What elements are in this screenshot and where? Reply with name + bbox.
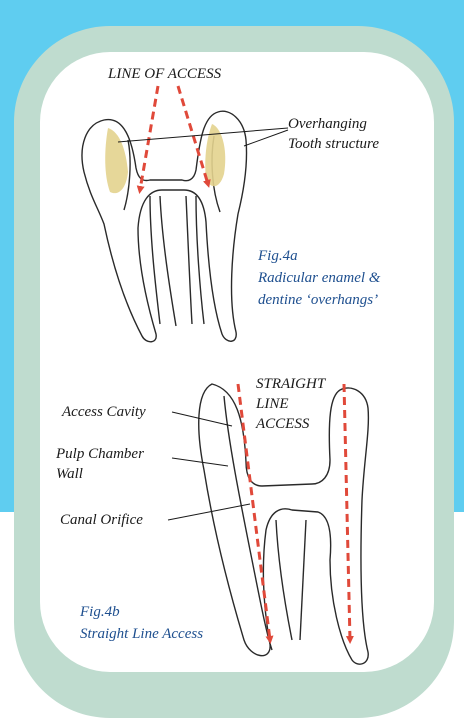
overhanging-label: Overhanging (288, 116, 367, 133)
fig-4a-caption-line-3: dentine ‘overhangs’ (258, 292, 378, 309)
straight-label: STRAIGHT (256, 376, 325, 393)
pointer-overhang-right (244, 130, 288, 146)
fig-4a-caption-line-2: Radicular enamel & (258, 270, 380, 287)
line-label: LINE (256, 396, 289, 413)
pointer-access-cavity (172, 412, 232, 426)
fig-4b-caption: Fig.4b (80, 604, 120, 621)
tooth-structure-label: Tooth structure (288, 136, 379, 153)
pointer-canal-orifice (168, 504, 250, 520)
pulp-chamber-wall-label: Wall (56, 466, 83, 483)
access-arrow-left-4a (140, 86, 158, 190)
pointer-pulp-chamber (172, 458, 228, 466)
access-label: ACCESS (256, 416, 309, 433)
line-of-access-label: LINE OF ACCESS (108, 66, 221, 83)
fig-4b-caption-line-2: Straight Line Access (80, 626, 203, 643)
fig-4a-caption: Fig.4a (258, 248, 298, 265)
canal-orifice-label: Canal Orifice (60, 512, 143, 529)
access-arrow-right-4b (344, 384, 350, 640)
pulp-chamber-label: Pulp Chamber (56, 446, 144, 463)
overhang-left-shape (105, 128, 128, 193)
access-cavity-label: Access Cavity (62, 404, 146, 421)
